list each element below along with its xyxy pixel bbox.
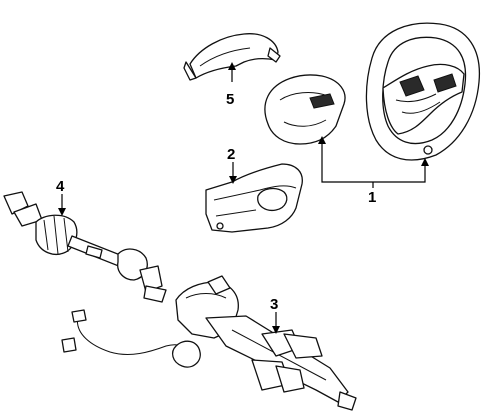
airbag-module-icon bbox=[264, 74, 346, 145]
upper-column-cover-icon bbox=[183, 33, 281, 81]
lower-column-cover-icon bbox=[205, 163, 303, 233]
steering-column-assembly-icon bbox=[61, 275, 357, 411]
callout-5: 5 bbox=[226, 91, 234, 108]
leader-lines-3 bbox=[272, 312, 280, 334]
callout-3: 3 bbox=[270, 296, 278, 313]
callout-2: 2 bbox=[227, 146, 235, 163]
intermediate-shaft-icon bbox=[3, 191, 167, 303]
leader-lines-5 bbox=[228, 62, 236, 82]
leader-lines-4 bbox=[58, 194, 66, 216]
steering-wheel-icon bbox=[365, 22, 481, 161]
leader-lines-1 bbox=[318, 136, 429, 188]
leader-lines-2 bbox=[229, 162, 237, 184]
callout-1: 1 bbox=[368, 189, 376, 206]
callout-4: 4 bbox=[56, 178, 65, 195]
